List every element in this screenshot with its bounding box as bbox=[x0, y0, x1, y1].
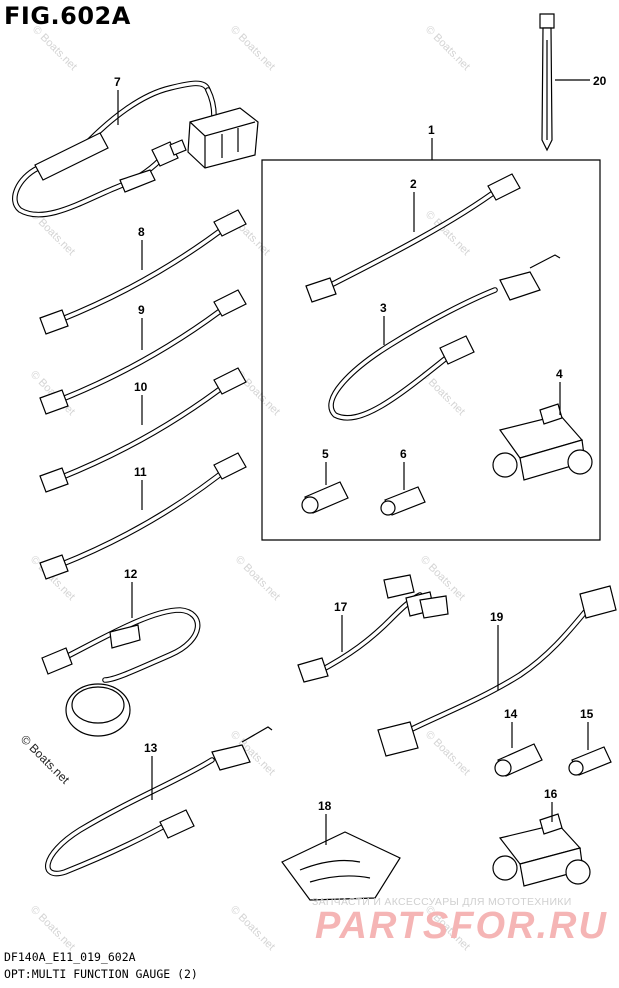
kit-1-group-box bbox=[261, 159, 601, 541]
callout-6: 6 bbox=[400, 447, 407, 461]
part-10-extension-cable bbox=[39, 367, 247, 493]
brand-logo: PARTSFOR.RU bbox=[315, 905, 608, 947]
figure-code: DF140A_E11_019_602A bbox=[4, 950, 136, 964]
callout-16: 16 bbox=[544, 787, 558, 801]
callout-14: 14 bbox=[504, 707, 518, 721]
watermark-text: © Boats.net bbox=[228, 904, 277, 953]
watermark-text: © Boats.net bbox=[423, 24, 472, 73]
watermark-text: © Boats.net bbox=[423, 729, 472, 778]
part-12-gps-antenna bbox=[41, 607, 201, 737]
watermark-text: © Boats.net bbox=[28, 904, 77, 953]
part-6-terminator bbox=[380, 486, 426, 516]
callout-19: 19 bbox=[490, 610, 504, 624]
part-13-power-cable bbox=[45, 726, 273, 877]
callout-12: 12 bbox=[124, 567, 138, 581]
part-19-adapter-harness bbox=[377, 585, 617, 757]
part-7-sensor-cable bbox=[12, 80, 259, 218]
part-4-t-connector bbox=[492, 403, 593, 481]
callout-1: 1 bbox=[428, 123, 435, 137]
callout-3: 3 bbox=[380, 301, 387, 315]
callout-15: 15 bbox=[580, 707, 594, 721]
callout-2: 2 bbox=[410, 177, 417, 191]
callout-20: 20 bbox=[593, 74, 607, 88]
callout-13: 13 bbox=[144, 741, 158, 755]
corner-watermark: © Boats.net bbox=[18, 732, 73, 787]
figure-caption: OPT:MULTI FUNCTION GAUGE (2) bbox=[4, 967, 198, 981]
part-17-harness bbox=[297, 574, 449, 683]
figure-title: FIG.602A bbox=[4, 2, 131, 30]
callout-10: 10 bbox=[134, 380, 148, 394]
part-20-cable-tie bbox=[539, 13, 555, 152]
callout-18: 18 bbox=[318, 799, 332, 813]
part-14-terminator bbox=[494, 743, 543, 777]
watermark-text: © Boats.net bbox=[30, 24, 79, 73]
part-5-terminator bbox=[301, 481, 349, 514]
part-15-terminator bbox=[568, 746, 612, 776]
part-11-extension-cable bbox=[39, 452, 247, 580]
part-3-power-cable bbox=[328, 254, 561, 421]
part-16-t-connector bbox=[492, 813, 591, 887]
part-8-extension-cable bbox=[39, 209, 247, 335]
callout-labels: 1 2 3 4 5 6 7 8 9 10 11 12 13 14 15 16 1… bbox=[114, 74, 607, 813]
callout-leaders bbox=[117, 79, 590, 845]
callout-7: 7 bbox=[114, 75, 121, 89]
callout-17: 17 bbox=[334, 600, 348, 614]
watermark-layer: © Boats.net © Boats.net © Boats.net © Bo… bbox=[28, 24, 472, 953]
brand-subtitle: ЗАПЧАСТИ И АКСЕССУАРЫ ДЛЯ МОТОТЕХНИКИ bbox=[312, 896, 572, 908]
part-9-extension-cable bbox=[39, 289, 247, 415]
part-18-parts-bag bbox=[281, 831, 401, 901]
callout-5: 5 bbox=[322, 447, 329, 461]
callout-11: 11 bbox=[134, 465, 147, 479]
watermark-text: © Boats.net bbox=[228, 24, 277, 73]
watermark-text: © Boats.net bbox=[233, 554, 282, 603]
callout-8: 8 bbox=[138, 225, 145, 239]
part-2-backbone-cable bbox=[305, 173, 521, 303]
callout-9: 9 bbox=[138, 303, 145, 317]
callout-4: 4 bbox=[556, 367, 563, 381]
